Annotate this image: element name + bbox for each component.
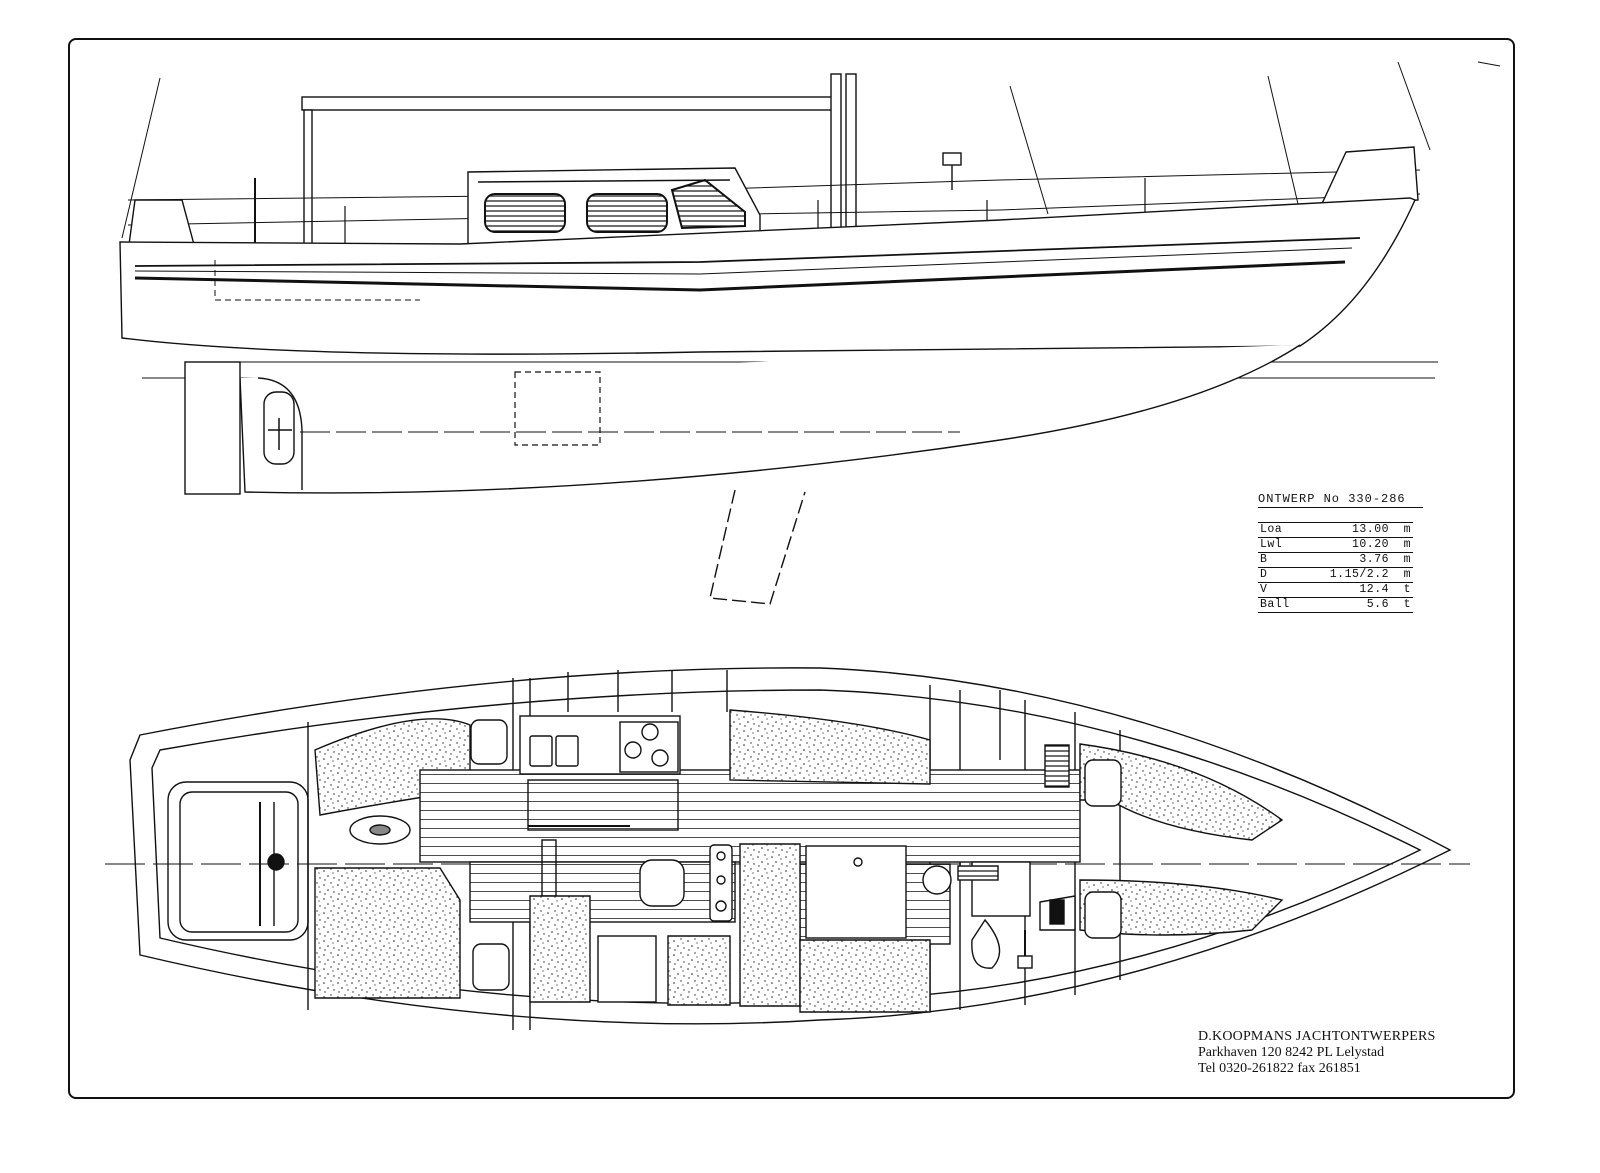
- spec-row: V 12.4 t: [1258, 582, 1413, 598]
- spec-row: Lwl 10.20 m: [1258, 537, 1413, 553]
- spec-row: B 3.76 m: [1258, 552, 1413, 568]
- spec-label: Lwl: [1258, 537, 1310, 553]
- designer-address: Parkhaven 120 8242 PL Lelystad: [1198, 1045, 1385, 1060]
- designer-name: D.KOOPMANS JACHTONTWERPERS: [1198, 1029, 1436, 1044]
- profile-view: [119, 61, 1501, 605]
- spec-value: 3.76: [1310, 552, 1399, 568]
- spec-value: 1.15/2.2: [1310, 567, 1399, 583]
- spec-unit: m: [1399, 567, 1413, 583]
- spec-row: D 1.15/2.2 m: [1258, 567, 1413, 583]
- designer-contact: Tel 0320-261822 fax 261851: [1198, 1061, 1361, 1076]
- spec-value: 10.20: [1310, 537, 1399, 553]
- spec-unit: t: [1399, 597, 1413, 613]
- spec-value: 13.00: [1310, 522, 1399, 538]
- spec-row: Ball 5.6 t: [1258, 597, 1413, 613]
- spec-unit: m: [1399, 522, 1413, 538]
- spec-value: 12.4: [1310, 582, 1399, 598]
- drawing-border: [68, 38, 1515, 1099]
- spec-row: Loa 13.00 m: [1258, 522, 1413, 538]
- spec-label: V: [1258, 582, 1310, 598]
- spec-value: 5.6: [1310, 597, 1399, 613]
- spec-unit: t: [1399, 582, 1413, 598]
- spec-label: Loa: [1258, 522, 1310, 538]
- design-spec-block: ONTWERP No 330-286 Loa 13.00 m Lwl 10.20…: [1258, 492, 1423, 613]
- spec-unit: m: [1399, 552, 1413, 568]
- spec-table: Loa 13.00 m Lwl 10.20 m B 3.76 m D 1.15/…: [1258, 522, 1413, 613]
- spec-unit: m: [1399, 537, 1413, 553]
- plan-view: [105, 667, 1470, 1030]
- design-number: ONTWERP No 330-286: [1258, 492, 1423, 508]
- designer-address-block: D.KOOPMANS JACHTONTWERPERS Parkhaven 120…: [1198, 1029, 1436, 1077]
- spec-label: Ball: [1258, 597, 1310, 613]
- spec-label: B: [1258, 552, 1310, 568]
- spec-label: D: [1258, 567, 1310, 583]
